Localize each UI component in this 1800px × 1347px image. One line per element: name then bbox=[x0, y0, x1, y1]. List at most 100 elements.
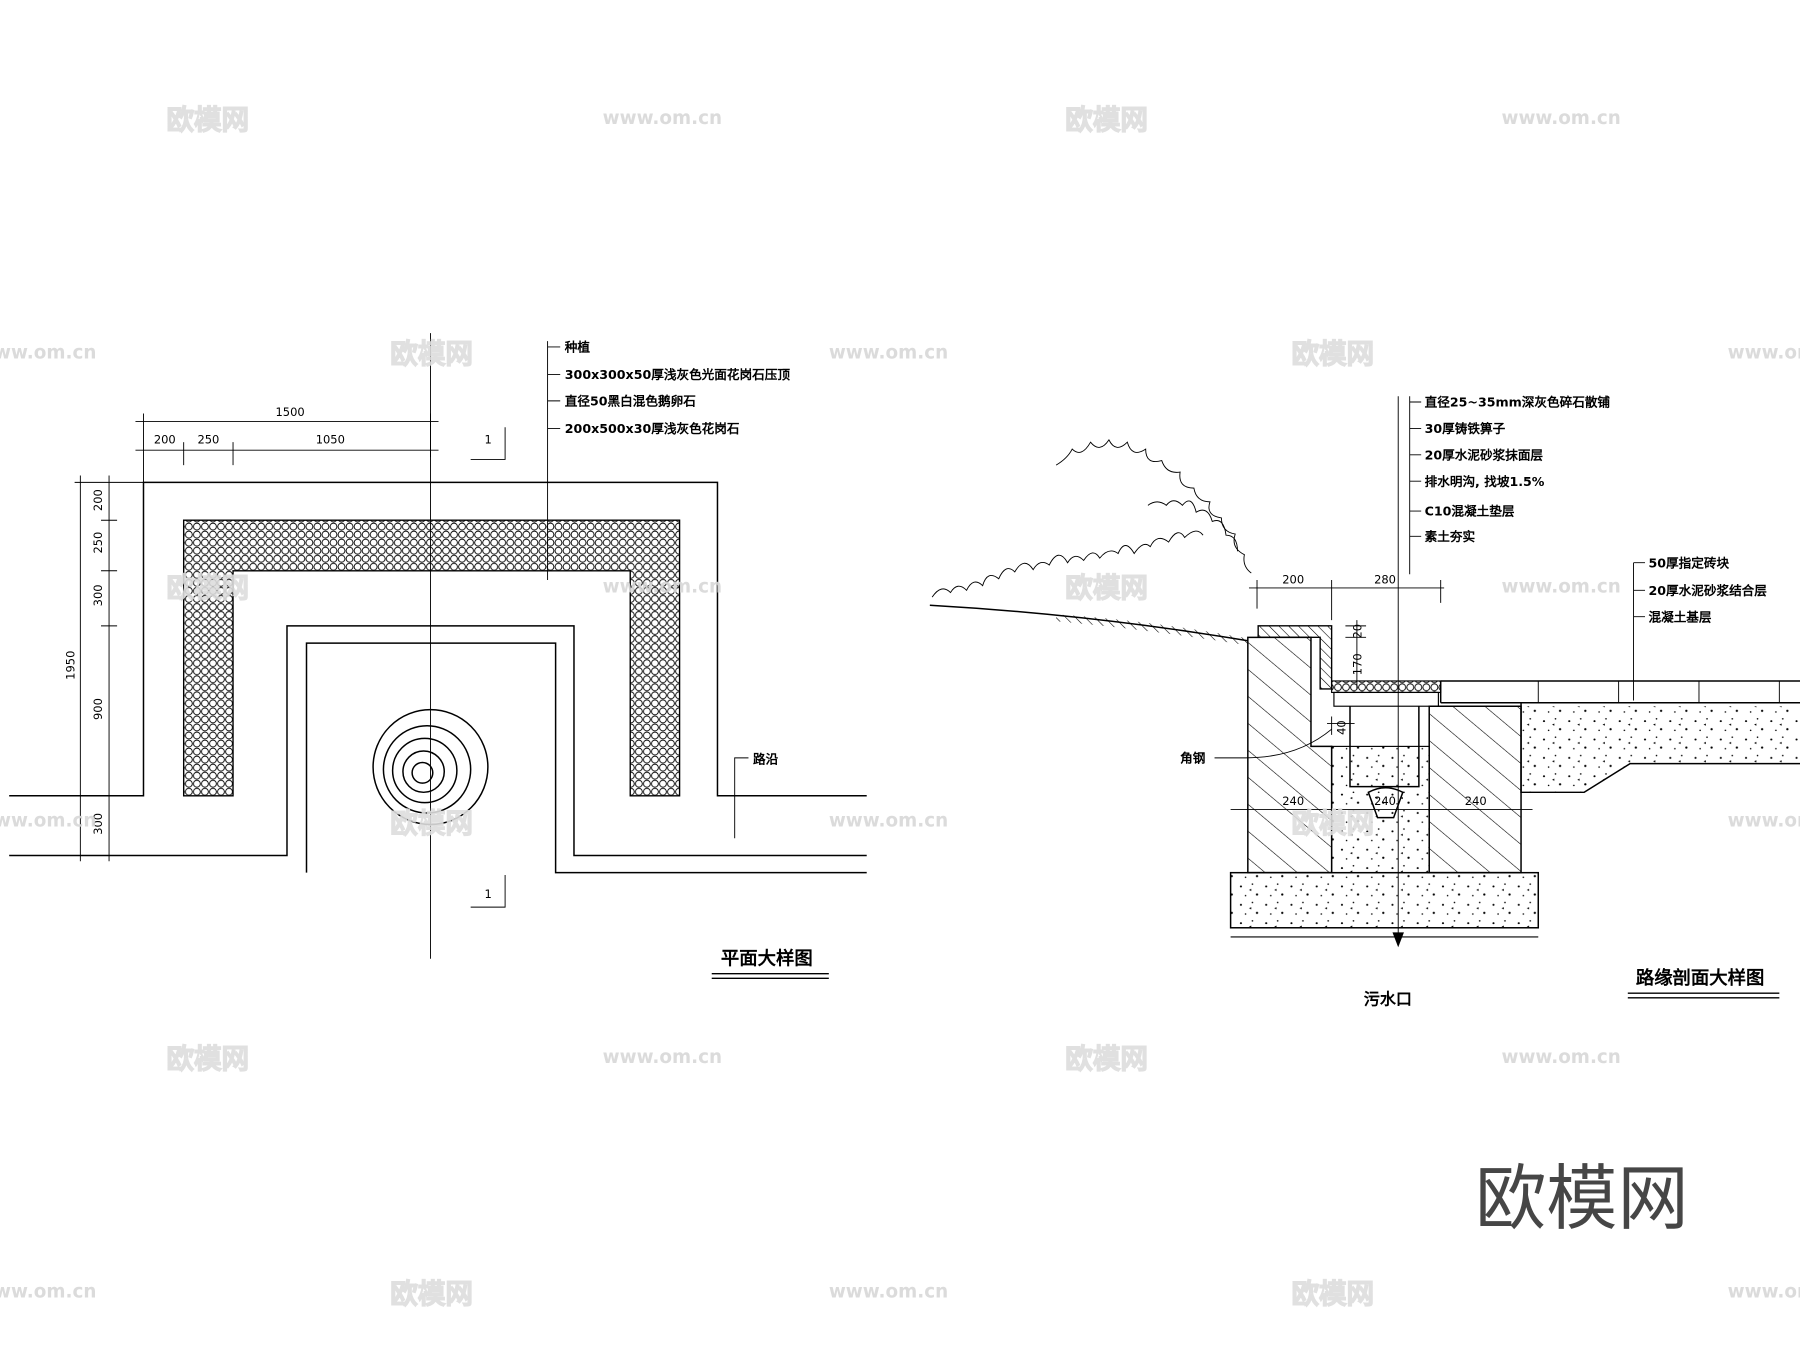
section-mark-bottom: 1 bbox=[470, 874, 506, 908]
svg-text:www.om.cn: www.om.cn bbox=[0, 1281, 96, 1302]
paving-bricks bbox=[1537, 680, 1780, 703]
outlet-label: 污水口 bbox=[1364, 990, 1412, 1009]
svg-text:www.om.cn: www.om.cn bbox=[1502, 108, 1621, 129]
svg-text:直径50黑白混色鹅卵石: 直径50黑白混色鹅卵石 bbox=[565, 393, 696, 408]
svg-text:www.om.cn: www.om.cn bbox=[603, 577, 722, 598]
plan-left-dimensions bbox=[74, 475, 144, 862]
svg-text:欧模网: 欧模网 bbox=[1291, 338, 1374, 370]
svg-text:欧模网: 欧模网 bbox=[390, 338, 473, 370]
pebble-band bbox=[182, 519, 681, 797]
dim-label: 240 bbox=[1465, 794, 1487, 808]
dim-label: 20 bbox=[1350, 624, 1364, 639]
coping-cap bbox=[1257, 625, 1333, 690]
section-mark-top: 1 bbox=[470, 427, 506, 460]
dim-label: 280 bbox=[1374, 572, 1396, 586]
watermark-big-logo: 欧模网 bbox=[1475, 1157, 1688, 1240]
svg-text:1: 1 bbox=[484, 887, 491, 901]
svg-text:欧模网: 欧模网 bbox=[1291, 1278, 1374, 1310]
plan-title-underline bbox=[711, 973, 829, 979]
dim-label: 170 bbox=[1350, 653, 1364, 675]
svg-text:欧模网: 欧模网 bbox=[1065, 104, 1148, 136]
section-view: 污水口 200 280 240 240 240 20 170 40 角钢 直径2… bbox=[929, 395, 1800, 1009]
svg-text:www.om.cn: www.om.cn bbox=[1728, 811, 1800, 832]
angle-steel-leader bbox=[1214, 728, 1332, 759]
svg-text:www.om.cn: www.om.cn bbox=[603, 108, 722, 129]
svg-text:欧模网: 欧模网 bbox=[1065, 1043, 1148, 1075]
svg-text:素土夯实: 素土夯实 bbox=[1425, 529, 1476, 544]
section-material-labels: 直径25~35mm深灰色碎石散铺 30厚铸铁箅子 20厚水泥砂浆抹面层 排水明沟… bbox=[1425, 395, 1611, 544]
watermark-logo: 欧模网 欧模网 欧模网 欧模网 欧模网 欧模网 欧模网 欧模网 欧模网 欧模网 … bbox=[166, 103, 1375, 1311]
svg-text:排水明沟, 找坡1.5%: 排水明沟, 找坡1.5% bbox=[1425, 474, 1545, 489]
svg-text:20厚水泥砂浆结合层: 20厚水泥砂浆结合层 bbox=[1648, 583, 1767, 598]
right-wall bbox=[1428, 705, 1522, 874]
svg-text:直径25~35mm深灰色碎石散铺: 直径25~35mm深灰色碎石散铺 bbox=[1425, 395, 1611, 410]
dim-1500: 1500 bbox=[276, 405, 305, 419]
dim-label: 240 bbox=[1374, 794, 1396, 808]
svg-text:50厚指定砖块: 50厚指定砖块 bbox=[1648, 555, 1729, 570]
watermarks: 欧模网 欧模网 欧模网 欧模网 欧模网 欧模网 欧模网 欧模网 欧模网 欧模网 … bbox=[0, 103, 1800, 1311]
angle-steel-label: 角钢 bbox=[1180, 750, 1205, 765]
svg-text:1: 1 bbox=[484, 432, 491, 446]
paving-material-labels: 50厚指定砖块 20厚水泥砂浆结合层 混凝土基层 bbox=[1648, 555, 1767, 624]
curb-label: 路沿 bbox=[753, 752, 779, 767]
plan-view: 1 1 1500 200 250 1050 200 250 300 900 30… bbox=[9, 333, 867, 979]
gravel-layer bbox=[1331, 680, 1442, 694]
concrete-foundation bbox=[1229, 871, 1540, 929]
drain-channel bbox=[1349, 706, 1420, 788]
svg-text:www.om.cn: www.om.cn bbox=[0, 811, 96, 832]
plan-title: 平面大样图 bbox=[721, 948, 813, 970]
svg-text:欧模网: 欧模网 bbox=[166, 572, 249, 604]
svg-text:30厚铸铁箅子: 30厚铸铁箅子 bbox=[1425, 421, 1506, 436]
svg-text:www.om.cn: www.om.cn bbox=[0, 342, 96, 363]
ground-hatch bbox=[1056, 614, 1248, 646]
concrete-base bbox=[1521, 706, 1800, 793]
curb-leader bbox=[734, 757, 749, 839]
svg-text:250: 250 bbox=[91, 532, 105, 554]
svg-text:混凝土基层: 混凝土基层 bbox=[1648, 609, 1711, 624]
svg-text:900: 900 bbox=[91, 698, 105, 720]
svg-text:C10混凝土垫层: C10混凝土垫层 bbox=[1425, 504, 1515, 519]
svg-text:种植: 种植 bbox=[564, 339, 591, 354]
plan-top-dimensions bbox=[135, 413, 439, 483]
section-title-underline bbox=[1627, 992, 1780, 999]
section-title: 路缘剖面大样图 bbox=[1636, 967, 1765, 989]
section-leader-line bbox=[1409, 396, 1422, 575]
svg-text:www.om.cn: www.om.cn bbox=[1502, 577, 1621, 598]
paving-leader-line bbox=[1633, 562, 1646, 701]
svg-text:www.om.cn: www.om.cn bbox=[1502, 1047, 1621, 1068]
svg-text:www.om.cn: www.om.cn bbox=[829, 1281, 948, 1302]
watermark-url: www.om.cn www.om.cn www.om.cn www.om.cn … bbox=[0, 108, 1800, 1302]
svg-text:1950: 1950 bbox=[64, 651, 78, 680]
svg-text:欧模网: 欧模网 bbox=[1065, 572, 1148, 604]
drain-funnel bbox=[1367, 786, 1404, 819]
dim-label: 40 bbox=[1334, 720, 1348, 735]
svg-text:200x500x30厚浅灰色花岗石: 200x500x30厚浅灰色花岗石 bbox=[565, 421, 740, 436]
svg-text:300x300x50厚浅灰色光面花岗石压顶: 300x300x50厚浅灰色光面花岗石压顶 bbox=[565, 367, 791, 382]
svg-text:200: 200 bbox=[91, 489, 105, 511]
outlet-arrow-icon bbox=[1392, 932, 1404, 948]
section-dimension-lines bbox=[1230, 579, 1533, 818]
svg-text:www.om.cn: www.om.cn bbox=[603, 1047, 722, 1068]
svg-text:www.om.cn: www.om.cn bbox=[829, 342, 948, 363]
plan-left-dim-labels: 200 250 300 900 300 1950 bbox=[64, 489, 106, 835]
svg-text:300: 300 bbox=[91, 584, 105, 606]
svg-text:www.om.cn: www.om.cn bbox=[1728, 342, 1800, 363]
planting-shrubs bbox=[931, 438, 1252, 598]
dim-label: 200 bbox=[154, 432, 176, 446]
svg-text:www.om.cn: www.om.cn bbox=[1728, 1281, 1800, 1302]
plan-material-labels: 种植 300x300x50厚浅灰色光面花岗石压顶 直径50黑白混色鹅卵石 200… bbox=[564, 339, 791, 436]
svg-text:欧模网: 欧模网 bbox=[166, 1043, 249, 1075]
dim-label: 1050 bbox=[316, 432, 345, 446]
svg-text:欧模网: 欧模网 bbox=[166, 104, 249, 136]
svg-text:欧模网: 欧模网 bbox=[390, 807, 473, 839]
svg-text:300: 300 bbox=[91, 813, 105, 835]
svg-text:欧模网: 欧模网 bbox=[1291, 807, 1374, 839]
dim-label: 200 bbox=[1282, 572, 1304, 586]
dim-label: 250 bbox=[197, 432, 219, 446]
paving-outline bbox=[1439, 680, 1800, 794]
dim-label: 240 bbox=[1282, 794, 1304, 808]
cast-iron-grate bbox=[1333, 691, 1439, 707]
svg-text:www.om.cn: www.om.cn bbox=[829, 811, 948, 832]
